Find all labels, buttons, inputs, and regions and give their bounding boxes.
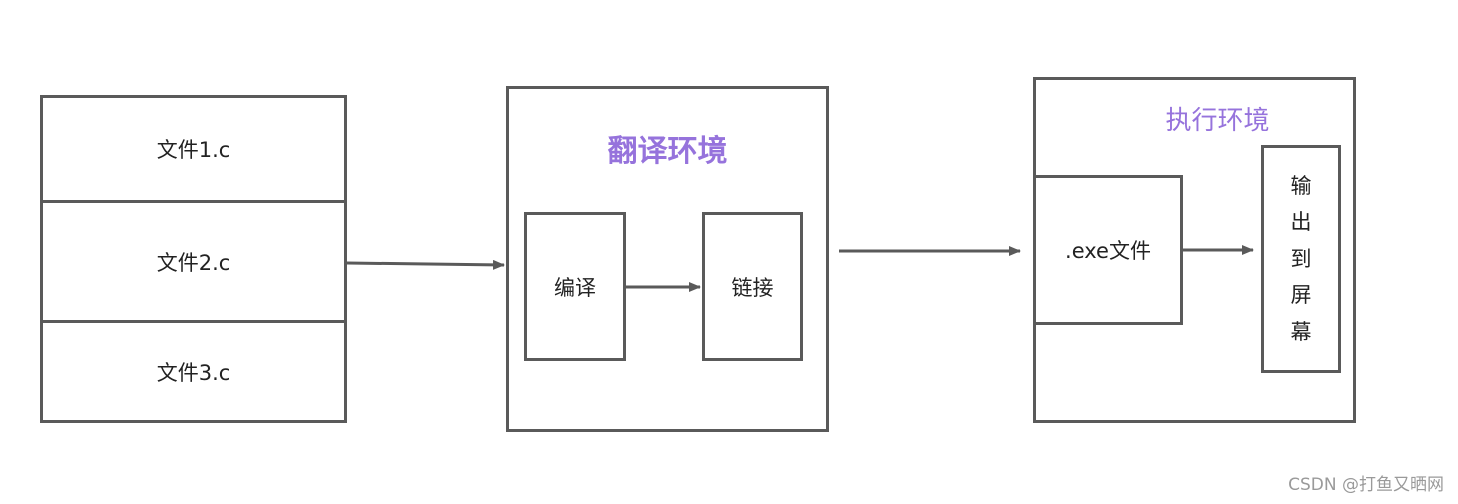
translation-env-title: 翻译环境	[607, 134, 728, 169]
arrow-files-to-translation	[346, 259, 505, 270]
output-to-screen-node: 输 出 到 屏 幕	[1261, 145, 1341, 373]
output-to-screen-label: 输 出 到 屏 幕	[1264, 148, 1338, 370]
file-3-label: 文件3.c	[156, 360, 231, 385]
source-files-group: 文件1.c 文件2.c 文件3.c	[40, 95, 347, 423]
output-char-4: 屏	[1290, 283, 1312, 308]
output-char-5: 幕	[1290, 319, 1312, 344]
output-char-3: 到	[1290, 246, 1312, 271]
compile-label: 编译	[554, 275, 596, 300]
compile-node: 编译	[524, 212, 626, 361]
file-1-node: 文件1.c	[43, 98, 344, 203]
file-1-label: 文件1.c	[156, 138, 231, 162]
link-node: 链接	[702, 212, 803, 361]
file-2-node: 文件2.c	[43, 203, 344, 323]
execution-env-title: 执行环境	[1165, 106, 1270, 136]
file-3-node: 文件3.c	[43, 323, 344, 420]
output-char-1: 输	[1290, 173, 1312, 198]
link-label: 链接	[731, 275, 774, 300]
file-2-label: 文件2.c	[156, 250, 231, 275]
exe-file-node: .exe文件	[1033, 175, 1183, 325]
exe-file-label: .exe文件	[1065, 239, 1151, 263]
output-char-2: 出	[1290, 210, 1312, 235]
csdn-watermark: CSDN @打鱼又晒网	[1288, 475, 1444, 495]
